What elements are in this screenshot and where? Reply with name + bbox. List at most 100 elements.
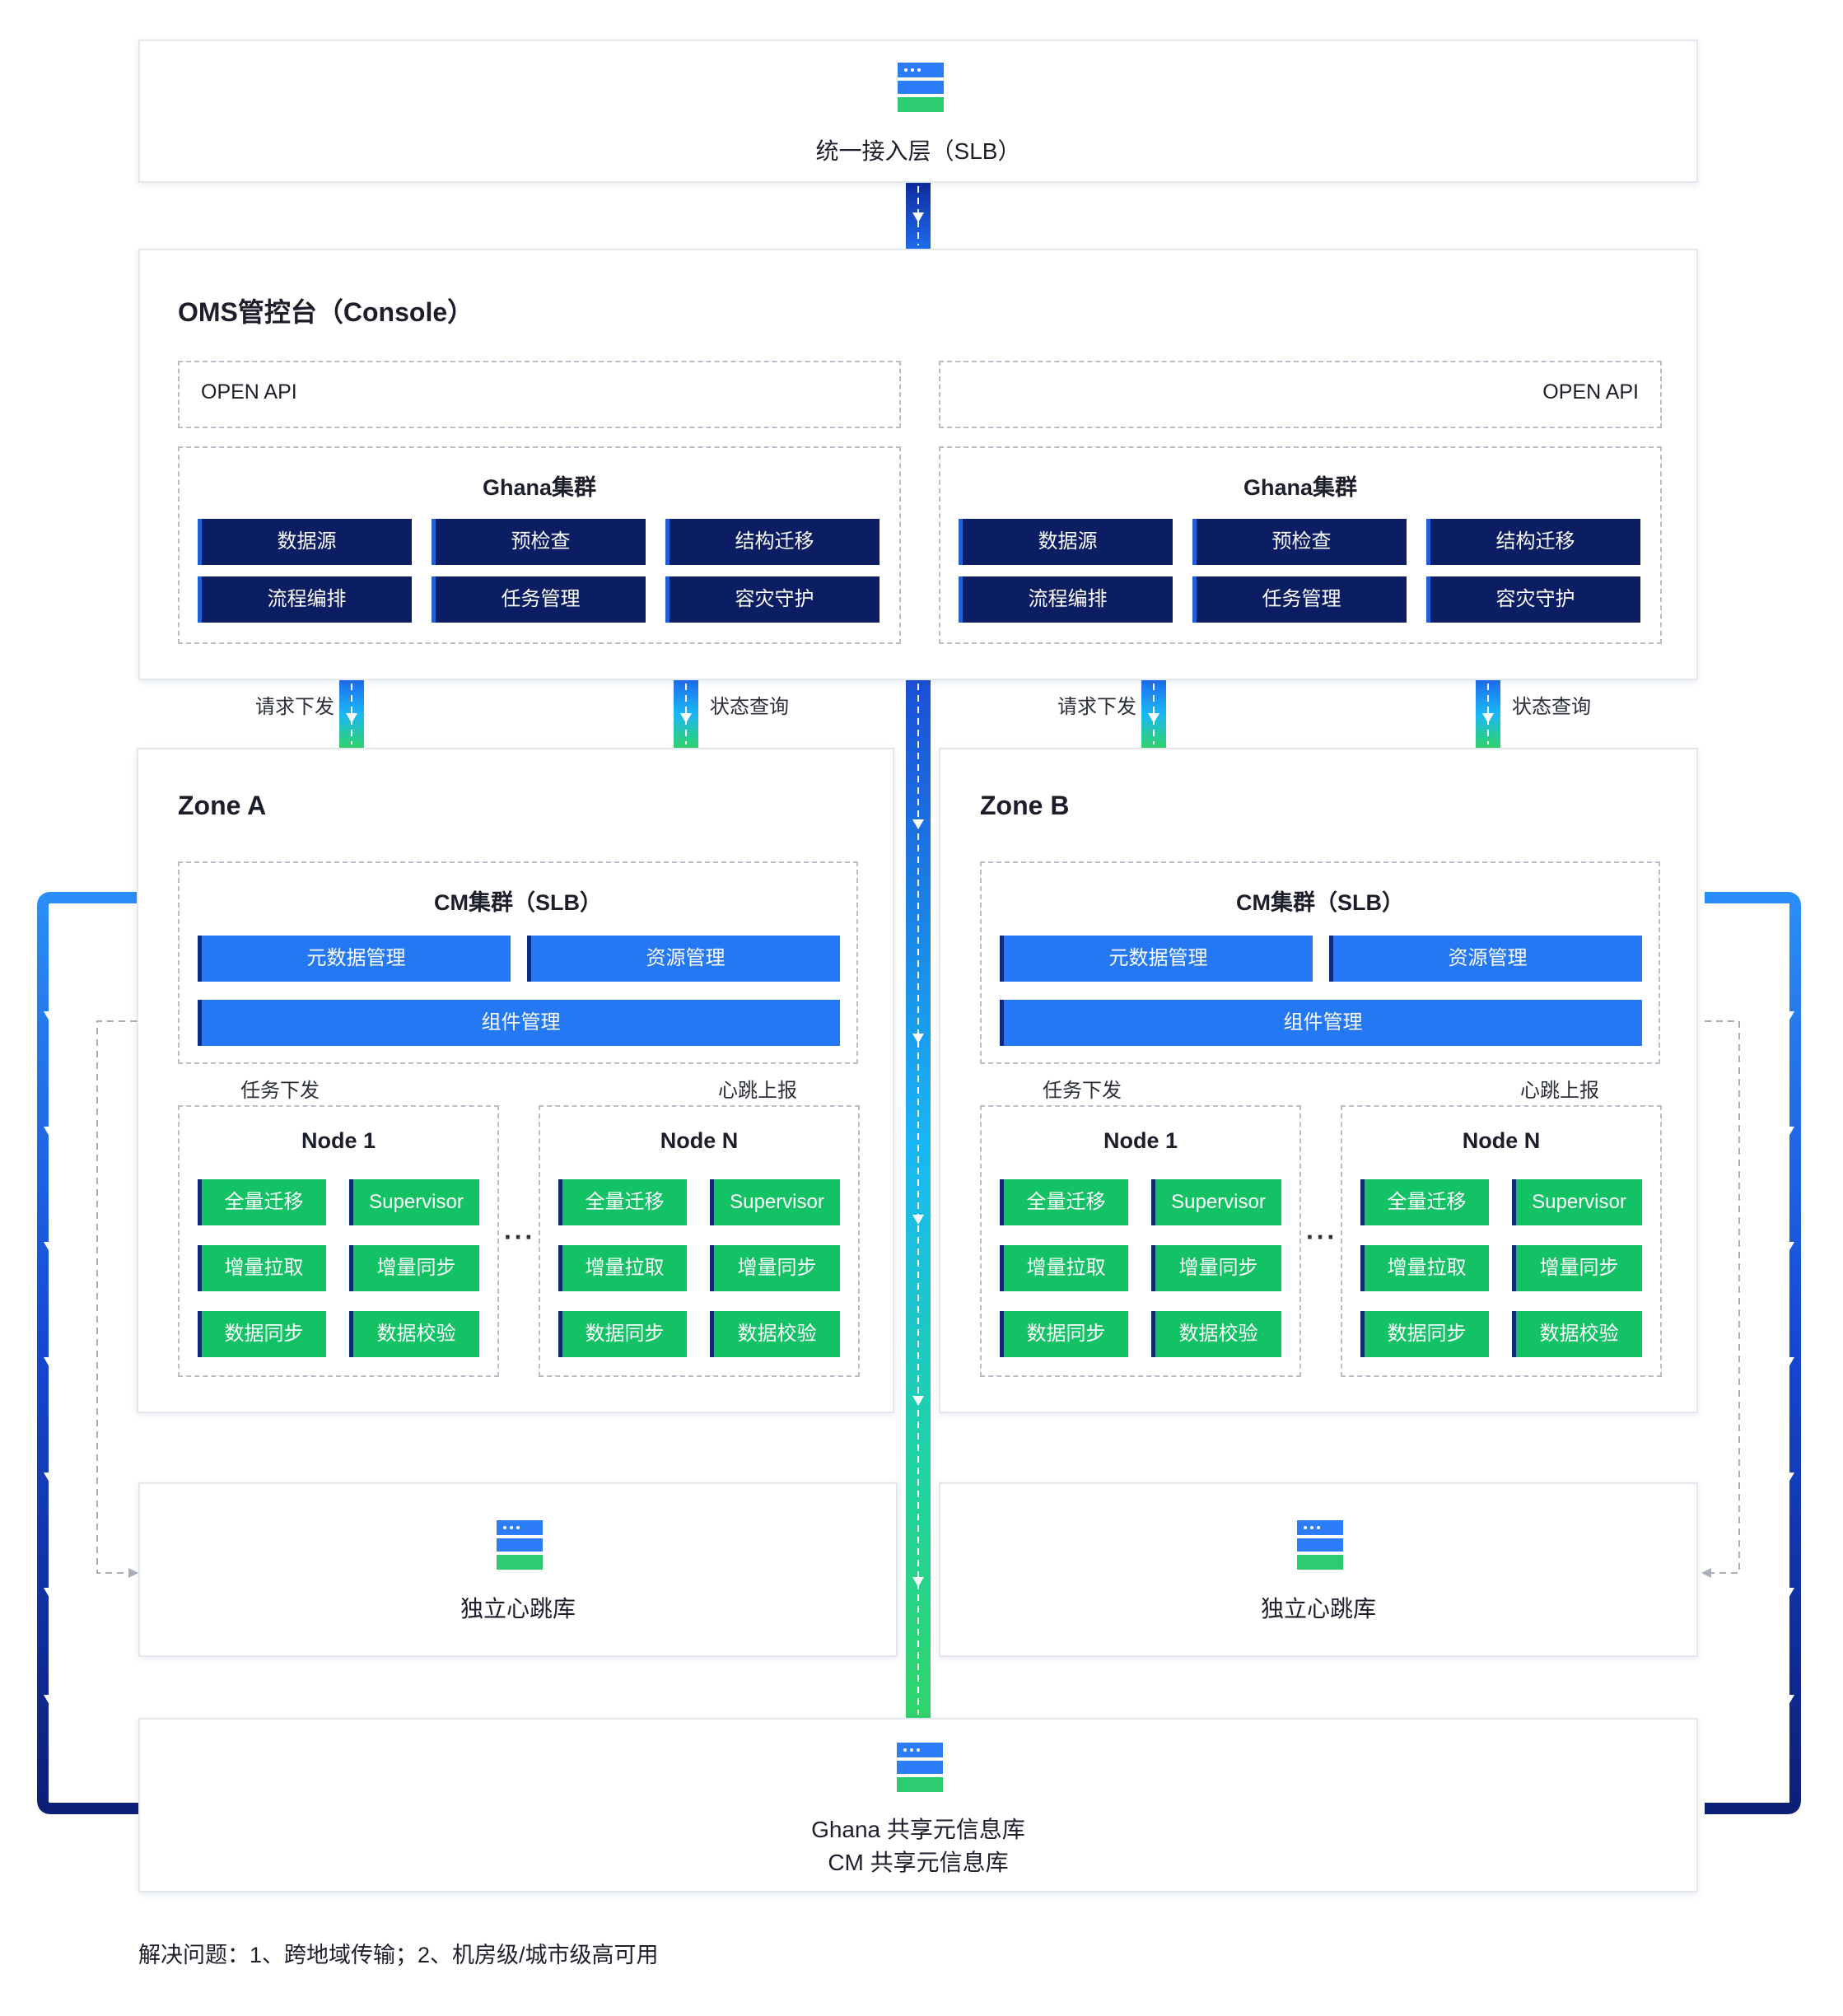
module-data-sync: 数据同步 [1360, 1311, 1489, 1357]
module-metadata: 元数据管理 [198, 936, 511, 982]
node-title: Node N [660, 1128, 739, 1153]
heartbeat-db-title: 独立心跳库 [460, 1596, 576, 1622]
zone-title: Zone A [178, 791, 267, 820]
module-incremental-sync: 增量同步 [349, 1245, 479, 1291]
ghana-cluster-right: Ghana集群 数据源 预检查 结构迁移 流程编排 任务管理 容灾守护 [939, 446, 1662, 644]
module-data-verify: 数据校验 [710, 1311, 840, 1357]
arrow-head-left-heartbeat [128, 1568, 138, 1578]
module-incremental-sync: 增量同步 [1151, 1245, 1281, 1291]
module-full-migration: 全量迁移 [198, 1179, 326, 1225]
ellipsis: ··· [1306, 1222, 1337, 1252]
module-datasource: 数据源 [198, 519, 412, 565]
module-datasource: 数据源 [959, 519, 1173, 565]
module-supervisor: Supervisor [710, 1179, 840, 1225]
module-metadata: 元数据管理 [1000, 936, 1313, 982]
module-incremental-pull: 增量拉取 [1000, 1245, 1128, 1291]
shared-metadata-db: Ghana 共享元信息库 CM 共享元信息库 [138, 1718, 1698, 1892]
module-workflow: 流程编排 [959, 576, 1173, 623]
module-resource: 资源管理 [1329, 936, 1642, 982]
ghana-cluster-title: Ghana集群 [1243, 475, 1358, 500]
ghana-cluster-left: Ghana集群 数据源 预检查 结构迁移 流程编排 任务管理 容灾守护 [178, 446, 901, 644]
cm-cluster: CM集群（SLB） 元数据管理 资源管理 组件管理 [980, 861, 1660, 1064]
node-title: Node N [1462, 1128, 1541, 1153]
heartbeat-db-title: 独立心跳库 [1260, 1596, 1376, 1622]
module-supervisor: Supervisor [349, 1179, 479, 1225]
task-dispatch-label: 任务下发 [1043, 1080, 1122, 1102]
ghana-cluster-title: Ghana集群 [482, 475, 597, 500]
heartbeat-report-label: 心跳上报 [718, 1080, 797, 1102]
module-disaster-recovery: 容灾守护 [1426, 576, 1640, 623]
slb-access-layer: 统一接入层（SLB） [138, 40, 1698, 183]
cm-cluster-title: CM集群（SLB） [434, 890, 602, 915]
module-data-verify: 数据校验 [1512, 1311, 1642, 1357]
cm-cluster-title: CM集群（SLB） [1236, 890, 1404, 915]
heartbeat-db-b: 独立心跳库 [939, 1482, 1698, 1657]
module-precheck: 预检查 [1192, 519, 1407, 565]
zone-b: Zone B CM集群（SLB） 元数据管理 资源管理 组件管理 任务下发 心跳… [939, 748, 1698, 1413]
node-title: Node 1 [1103, 1128, 1178, 1153]
shared-db-line1: Ghana 共享元信息库 [811, 1817, 1025, 1842]
status-label-a: 状态查询 [710, 696, 789, 718]
module-supervisor: Supervisor [1151, 1179, 1281, 1225]
short-connectors [339, 680, 1500, 748]
heartbeat-db-a: 独立心跳库 [138, 1482, 898, 1657]
console-title: OMS管控台（Console） [178, 297, 474, 327]
module-incremental-sync: 增量同步 [1512, 1245, 1642, 1291]
open-api-box-right: OPEN API [939, 361, 1662, 428]
heartbeat-db-connectors [96, 1020, 1740, 1574]
module-incremental-sync: 增量同步 [710, 1245, 840, 1291]
module-incremental-pull: 增量拉取 [1360, 1245, 1489, 1291]
footnote: 解决问题：1、跨地域传输；2、机房级/城市级高可用 [138, 1943, 659, 1967]
module-task-management: 任务管理 [1192, 576, 1407, 623]
database-icon [497, 1520, 543, 1570]
module-supervisor: Supervisor [1512, 1179, 1642, 1225]
node-title: Node 1 [301, 1128, 376, 1153]
open-api-label: OPEN API [201, 380, 297, 404]
module-full-migration: 全量迁移 [1000, 1179, 1128, 1225]
status-label-b: 状态查询 [1512, 696, 1591, 718]
request-label-a: 请求下发 [255, 696, 334, 718]
module-data-sync: 数据同步 [1000, 1311, 1128, 1357]
module-schema-migration: 结构迁移 [1426, 519, 1640, 565]
shared-db-line2: CM 共享元信息库 [828, 1850, 1009, 1875]
console-to-shared-db-bus [906, 680, 931, 1718]
database-icon [898, 63, 944, 112]
module-workflow: 流程编排 [198, 576, 412, 623]
node-1: Node 1 全量迁移 Supervisor 增量拉取 增量同步 数据同步 数据… [178, 1105, 499, 1377]
module-full-migration: 全量迁移 [558, 1179, 687, 1225]
module-task-management: 任务管理 [432, 576, 646, 623]
slb-title: 统一接入层（SLB） [815, 138, 1021, 164]
node-n: Node N 全量迁移 Supervisor 增量拉取 增量同步 数据同步 数据… [539, 1105, 860, 1377]
cm-cluster: CM集群（SLB） 元数据管理 资源管理 组件管理 [178, 861, 858, 1064]
arrow-head-right-heartbeat [1701, 1568, 1711, 1578]
database-icon [1297, 1520, 1343, 1570]
ellipsis: ··· [504, 1222, 535, 1252]
heartbeat-report-label: 心跳上报 [1520, 1080, 1599, 1102]
module-full-migration: 全量迁移 [1360, 1179, 1489, 1225]
module-data-sync: 数据同步 [558, 1311, 687, 1357]
database-icon [897, 1743, 943, 1792]
zone-a-shared-db-loop [37, 892, 138, 1814]
module-data-sync: 数据同步 [198, 1311, 326, 1357]
node-1: Node 1 全量迁移 Supervisor 增量拉取 增量同步 数据同步 数据… [980, 1105, 1301, 1377]
task-dispatch-label: 任务下发 [240, 1080, 320, 1102]
module-disaster-recovery: 容灾守护 [665, 576, 880, 623]
oms-console: OMS管控台（Console） OPEN API Ghana集群 数据源 预检查… [138, 249, 1698, 680]
module-schema-migration: 结构迁移 [665, 519, 880, 565]
node-n: Node N 全量迁移 Supervisor 增量拉取 增量同步 数据同步 数据… [1341, 1105, 1662, 1377]
zone-b-shared-db-loop [1705, 892, 1801, 1814]
module-precheck: 预检查 [432, 519, 646, 565]
module-component: 组件管理 [1000, 1000, 1642, 1046]
module-incremental-pull: 增量拉取 [558, 1245, 687, 1291]
module-resource: 资源管理 [527, 936, 840, 982]
module-data-verify: 数据校验 [349, 1311, 479, 1357]
zone-a: Zone A CM集群（SLB） 元数据管理 资源管理 组件管理 任务下发 心跳… [137, 748, 894, 1413]
request-label-b: 请求下发 [1057, 696, 1136, 718]
module-incremental-pull: 增量拉取 [198, 1245, 326, 1291]
module-data-verify: 数据校验 [1151, 1311, 1281, 1357]
zone-title: Zone B [980, 791, 1070, 820]
open-api-box-left: OPEN API [178, 361, 901, 428]
module-component: 组件管理 [198, 1000, 840, 1046]
open-api-label: OPEN API [1542, 380, 1639, 404]
